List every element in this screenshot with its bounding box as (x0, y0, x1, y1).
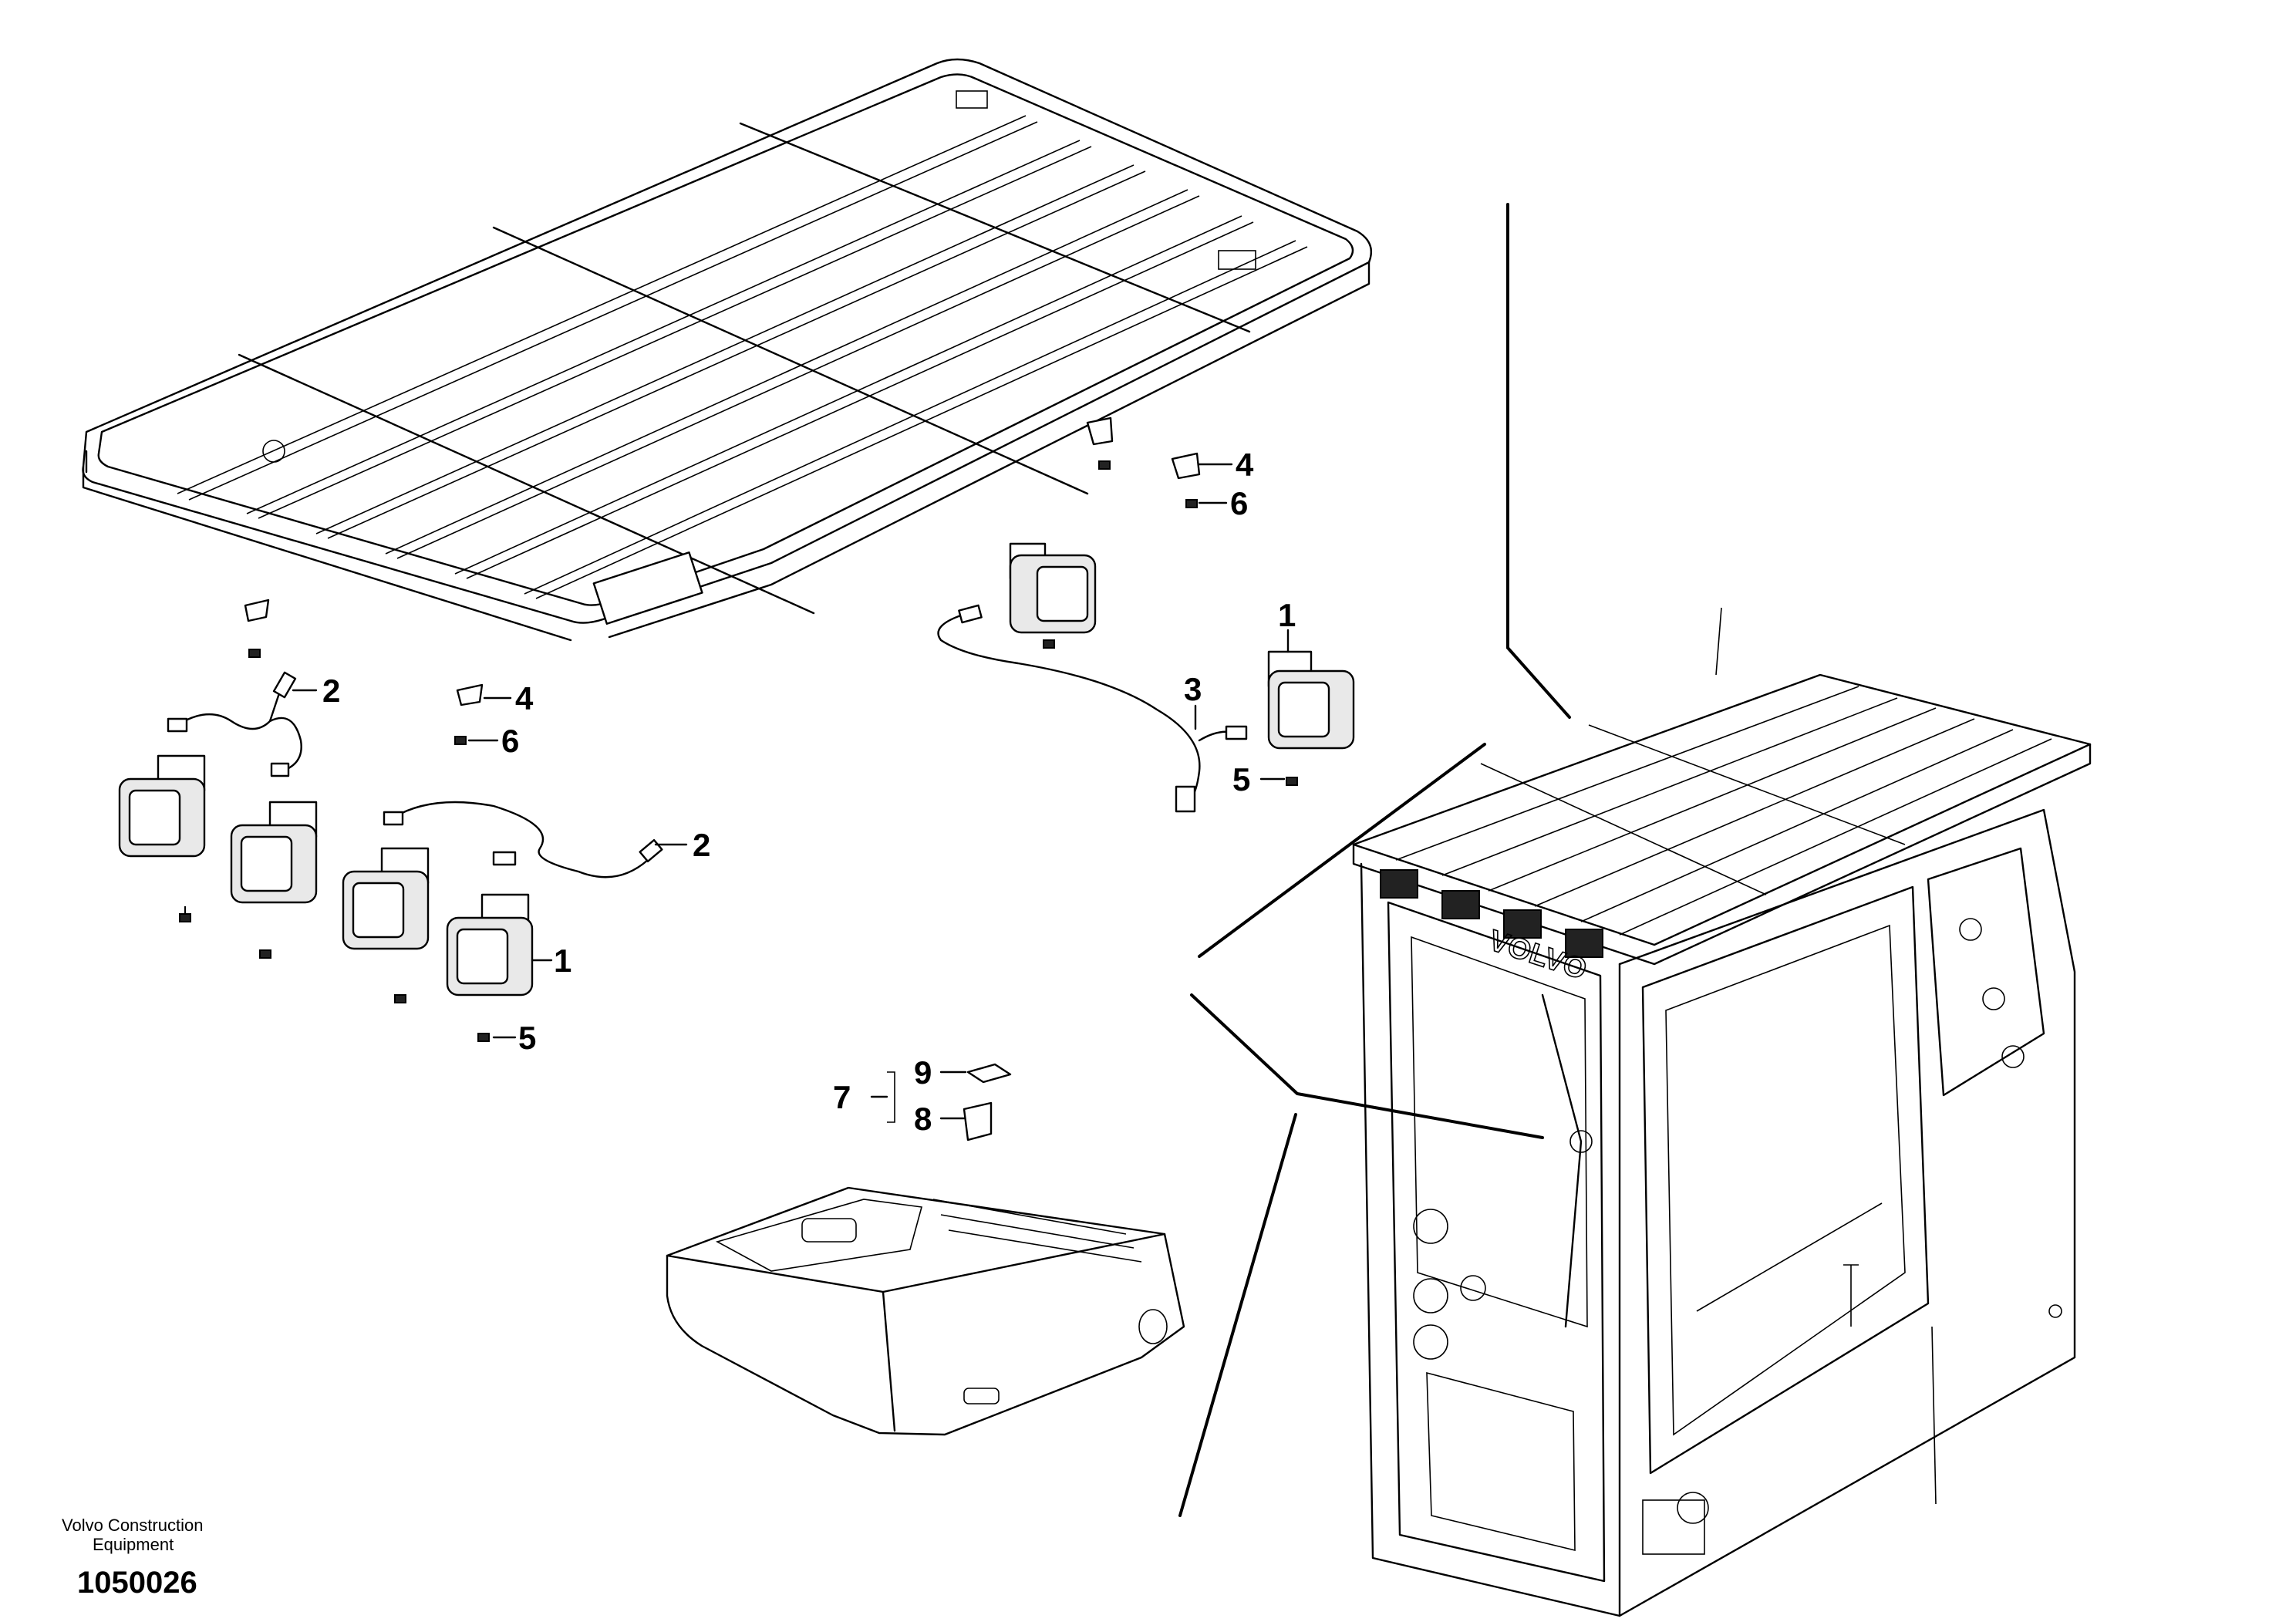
callout-9: 9 (914, 1054, 932, 1091)
work-lamp (230, 801, 318, 904)
callout-2-lower: 2 (693, 827, 710, 863)
roof-guard-slats (177, 115, 1308, 599)
callout-6-lower: 6 (501, 723, 519, 759)
control-console-drawing (666, 1186, 1185, 1436)
callout-5-upper: 5 (1232, 761, 1250, 798)
callout-1-upper: 1 (1278, 597, 1296, 633)
callout-2-upper: 2 (322, 673, 340, 709)
callout-8: 8 (914, 1101, 932, 1137)
switch-cover (966, 1063, 1012, 1084)
callout-7: 7 (833, 1079, 851, 1115)
callout-3: 3 (1184, 671, 1202, 707)
drawing-number: 1050026 (77, 1566, 197, 1600)
leader-line-console (1178, 1113, 1297, 1517)
footer: Volvo Construction Equipment 1050026 (62, 1516, 203, 1600)
work-lights-right-group (937, 416, 1355, 813)
work-lamp (1009, 542, 1097, 634)
work-lights-left-group (118, 599, 663, 1042)
work-lamp (342, 847, 430, 950)
cab-drawing: VOLVO (1352, 607, 2092, 1617)
callouts: 4 6 1 3 5 2 4 6 2 1 5 9 7 (292, 447, 1296, 1137)
callout-6-upper: 6 (1230, 485, 1248, 521)
callout-4-lower: 4 (515, 680, 534, 717)
work-lamp (1267, 650, 1355, 750)
harness-lower (392, 801, 649, 878)
callout-4-upper: 4 (1236, 447, 1254, 483)
work-lamp (118, 754, 206, 858)
callout-5-lower: 5 (518, 1020, 536, 1056)
work-lamp (446, 893, 534, 996)
roof-guard-drawing (82, 58, 1373, 642)
callout-1-lower: 1 (554, 943, 571, 979)
switch-body (963, 1101, 993, 1141)
harness-3 (937, 612, 1236, 804)
leader-line-roof (1506, 203, 1571, 719)
company-name-line1: Volvo Construction (62, 1516, 203, 1535)
company-name-line2: Equipment (93, 1535, 174, 1554)
leader-line-switch (1190, 993, 1544, 1139)
switch-parts (887, 1063, 1012, 1141)
leader-line-lights (1198, 743, 1486, 958)
